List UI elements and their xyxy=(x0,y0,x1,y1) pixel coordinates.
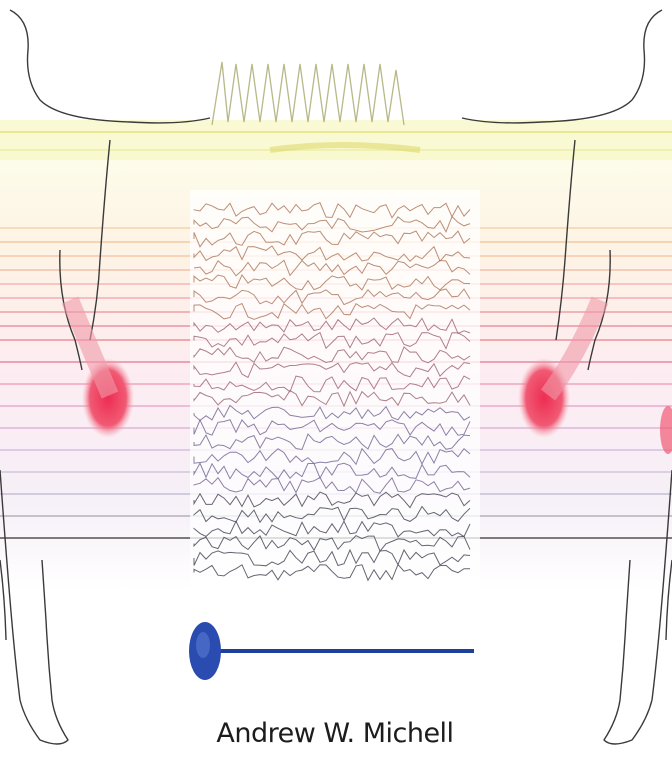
yellow-band xyxy=(0,120,672,160)
waveform-panel xyxy=(190,190,480,590)
top-waveform xyxy=(212,62,404,125)
author-credit: Andrew W. Michell xyxy=(190,718,480,749)
probe-icon xyxy=(189,622,474,680)
